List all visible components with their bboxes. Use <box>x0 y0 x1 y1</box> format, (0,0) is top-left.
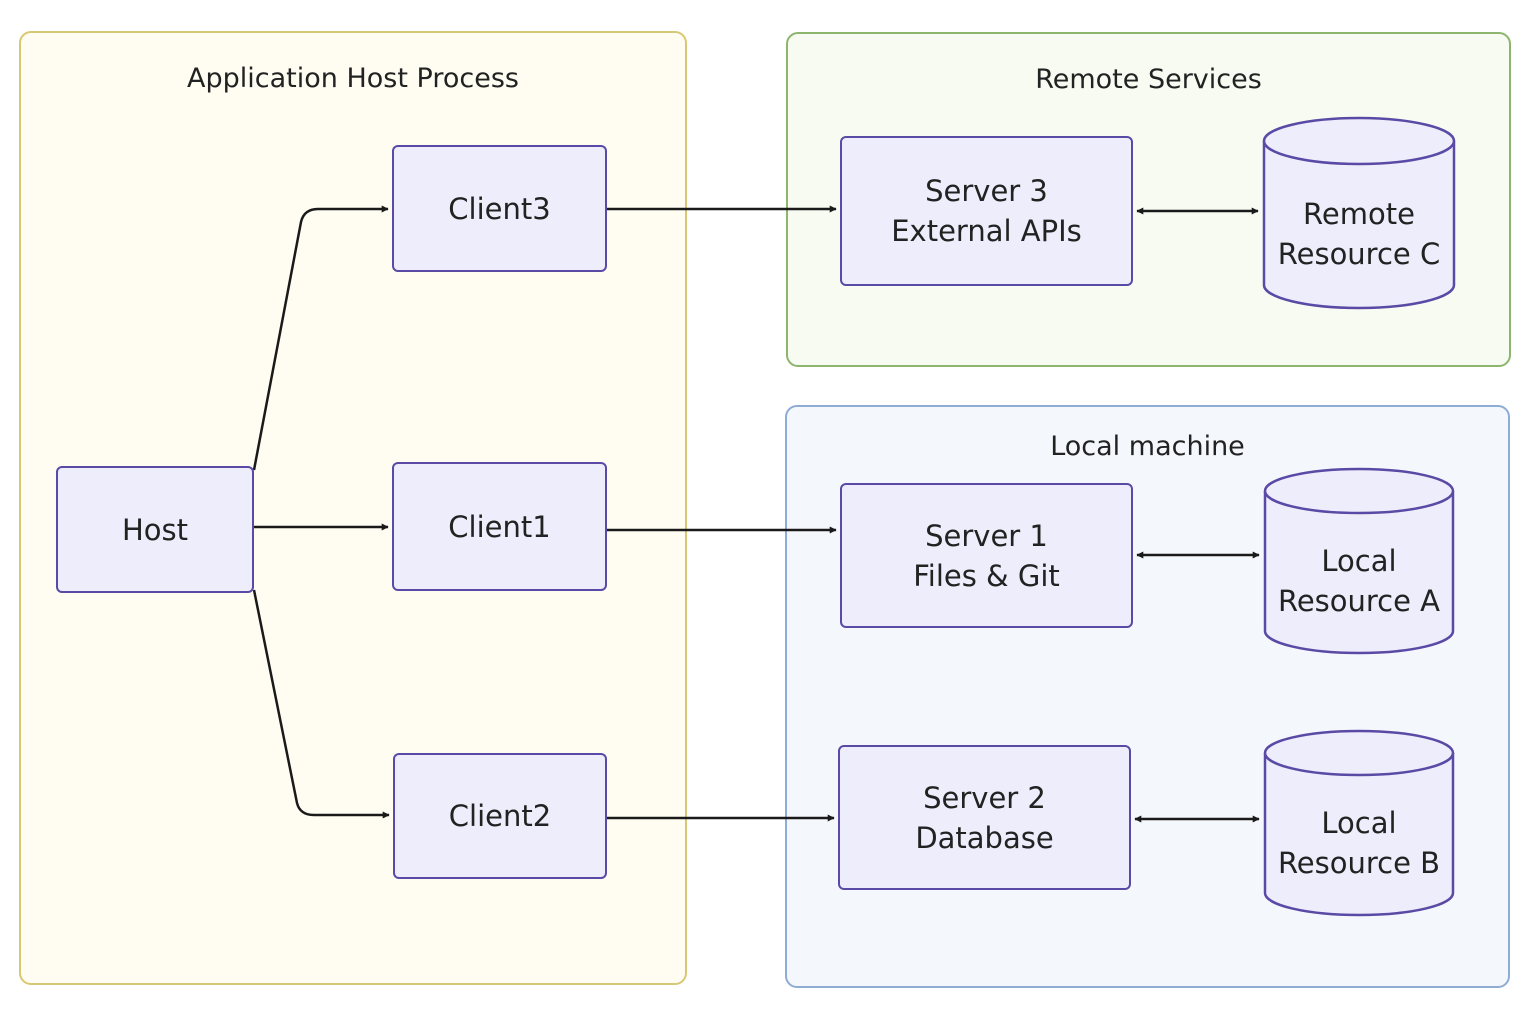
node-label-line1: Server 1 <box>925 518 1048 553</box>
database-cylinder-remote-resource-c: Remote Resource C <box>1262 116 1456 310</box>
node-label-line2: External APIs <box>891 214 1082 248</box>
edge-host-client3 <box>252 205 389 471</box>
group-title: Application Host Process <box>187 63 519 94</box>
group-title: Remote Services <box>1035 64 1262 95</box>
node-label: Client2 <box>448 799 552 833</box>
node-client1: Client1 <box>392 462 607 591</box>
cylinder-icon <box>1262 116 1456 310</box>
database-cylinder-local-resource-a: Local Resource A <box>1263 467 1455 655</box>
node-label: Client1 <box>448 509 551 544</box>
group-title: Local machine <box>1050 431 1245 462</box>
node-server1: Server 1 Files & Git <box>840 483 1133 628</box>
resource-label-line2: Resource A <box>1277 584 1441 618</box>
node-label: Host <box>121 512 189 547</box>
node-label-line1: Server 3 <box>925 174 1048 208</box>
node-client3: Client3 <box>392 145 607 272</box>
database-cylinder-local-resource-b: Local Resource B <box>1263 729 1455 917</box>
node-label-line2: Files & Git <box>913 558 1060 593</box>
resource-label-line2: Resource B <box>1277 846 1441 880</box>
node-label: Client3 <box>448 191 551 226</box>
cylinder-icon <box>1263 729 1455 917</box>
cylinder-icon <box>1263 467 1455 655</box>
node-client2: Client2 <box>393 753 607 879</box>
node-server3: Server 3 External APIs <box>840 136 1133 286</box>
node-label-line2: Database <box>915 820 1054 855</box>
node-label-line1: Server 2 <box>923 780 1046 815</box>
edge-host-client2 <box>252 589 390 819</box>
resource-label-line2: Resource C <box>1277 237 1441 271</box>
node-host: Host <box>56 466 254 593</box>
resource-label-line1: Remote <box>1303 197 1415 231</box>
node-server2: Server 2 Database <box>838 745 1131 890</box>
resource-label-line1: Local <box>1321 806 1397 840</box>
resource-label-line1: Local <box>1321 544 1397 578</box>
